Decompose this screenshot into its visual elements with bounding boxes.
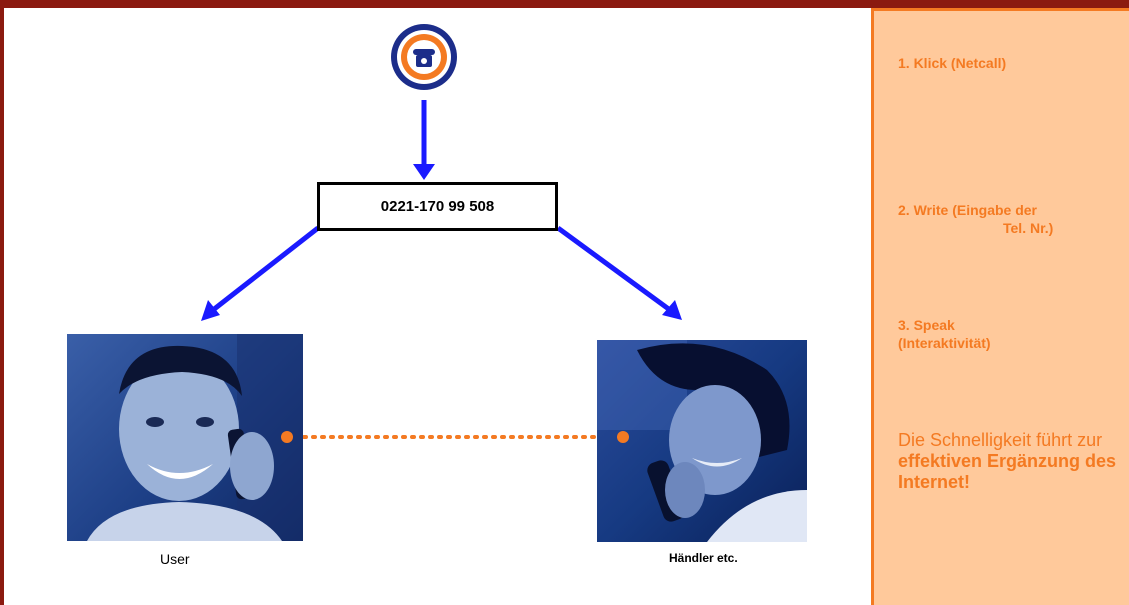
- step-write-line2: Tel. Nr.): [1003, 220, 1054, 236]
- arrow-down-head: [413, 164, 435, 180]
- steps-panel: 1. Klick (Netcall) 2. Write (Eingabe der…: [871, 8, 1129, 605]
- user-caption: User: [160, 551, 190, 567]
- phone-number-box: 0221-170 99 508: [317, 182, 558, 231]
- summary-text: Die Schnelligkeit führt zur effektiven E…: [898, 430, 1118, 493]
- frame-left-border: [0, 0, 4, 605]
- telephone-icon: [391, 24, 457, 90]
- step-write-line1: 2. Write (Eingabe der: [898, 202, 1037, 218]
- step-speak: 3. Speak (Interaktivität): [898, 316, 991, 352]
- arrow-to-user-head: [201, 300, 220, 321]
- user-photo: [67, 334, 303, 541]
- dealer-photo: [597, 340, 807, 542]
- step-speak-line2: (Interaktivität): [898, 335, 991, 351]
- summary-regular: Die Schnelligkeit führt zur: [898, 430, 1103, 450]
- arrow-to-user: [211, 226, 320, 312]
- summary-bold: effektiven Ergänzung des Internet!: [898, 451, 1117, 492]
- arrow-to-dealer-head: [662, 300, 682, 320]
- step-klick: 1. Klick (Netcall): [898, 55, 1007, 71]
- step-speak-line1: 3. Speak: [898, 317, 955, 333]
- step-write: 2. Write (Eingabe der Tel. Nr.): [898, 201, 1118, 237]
- arrow-to-dealer: [556, 225, 672, 313]
- frame-top-border: [0, 0, 1129, 8]
- dealer-caption: Händler etc.: [669, 551, 738, 565]
